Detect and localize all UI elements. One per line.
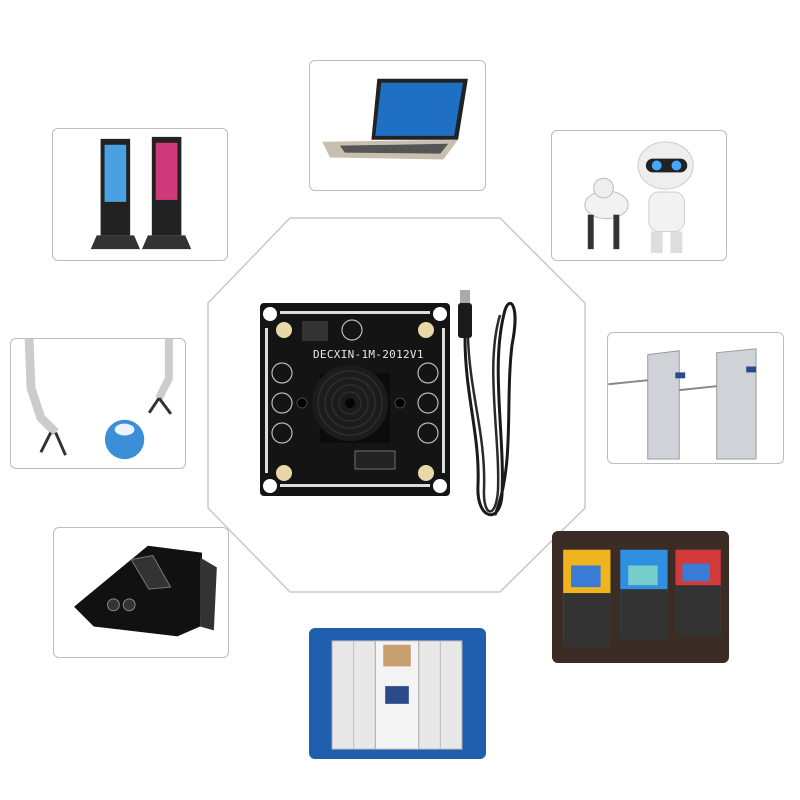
usb-cable xyxy=(458,290,517,517)
laptop-icon xyxy=(322,78,468,160)
face-terminal-icon xyxy=(74,545,217,637)
camera-module-board xyxy=(260,303,450,496)
locker-icon xyxy=(310,629,485,758)
robot-icon xyxy=(584,141,694,254)
atm-icon xyxy=(553,532,728,662)
robotic-arm-icon xyxy=(24,339,173,460)
application-kiosk xyxy=(52,128,228,261)
application-atm xyxy=(552,531,729,663)
application-robot xyxy=(551,130,727,261)
application-robotic-arm xyxy=(10,338,186,469)
kiosk-icon xyxy=(90,136,192,250)
application-laptop xyxy=(309,60,486,191)
board-label: DECXIN-1M-2012V1 xyxy=(313,348,424,361)
turnstile-icon xyxy=(608,348,757,460)
application-face-terminal xyxy=(53,527,229,658)
application-smart-lockers xyxy=(309,628,486,759)
application-turnstile xyxy=(607,332,784,464)
